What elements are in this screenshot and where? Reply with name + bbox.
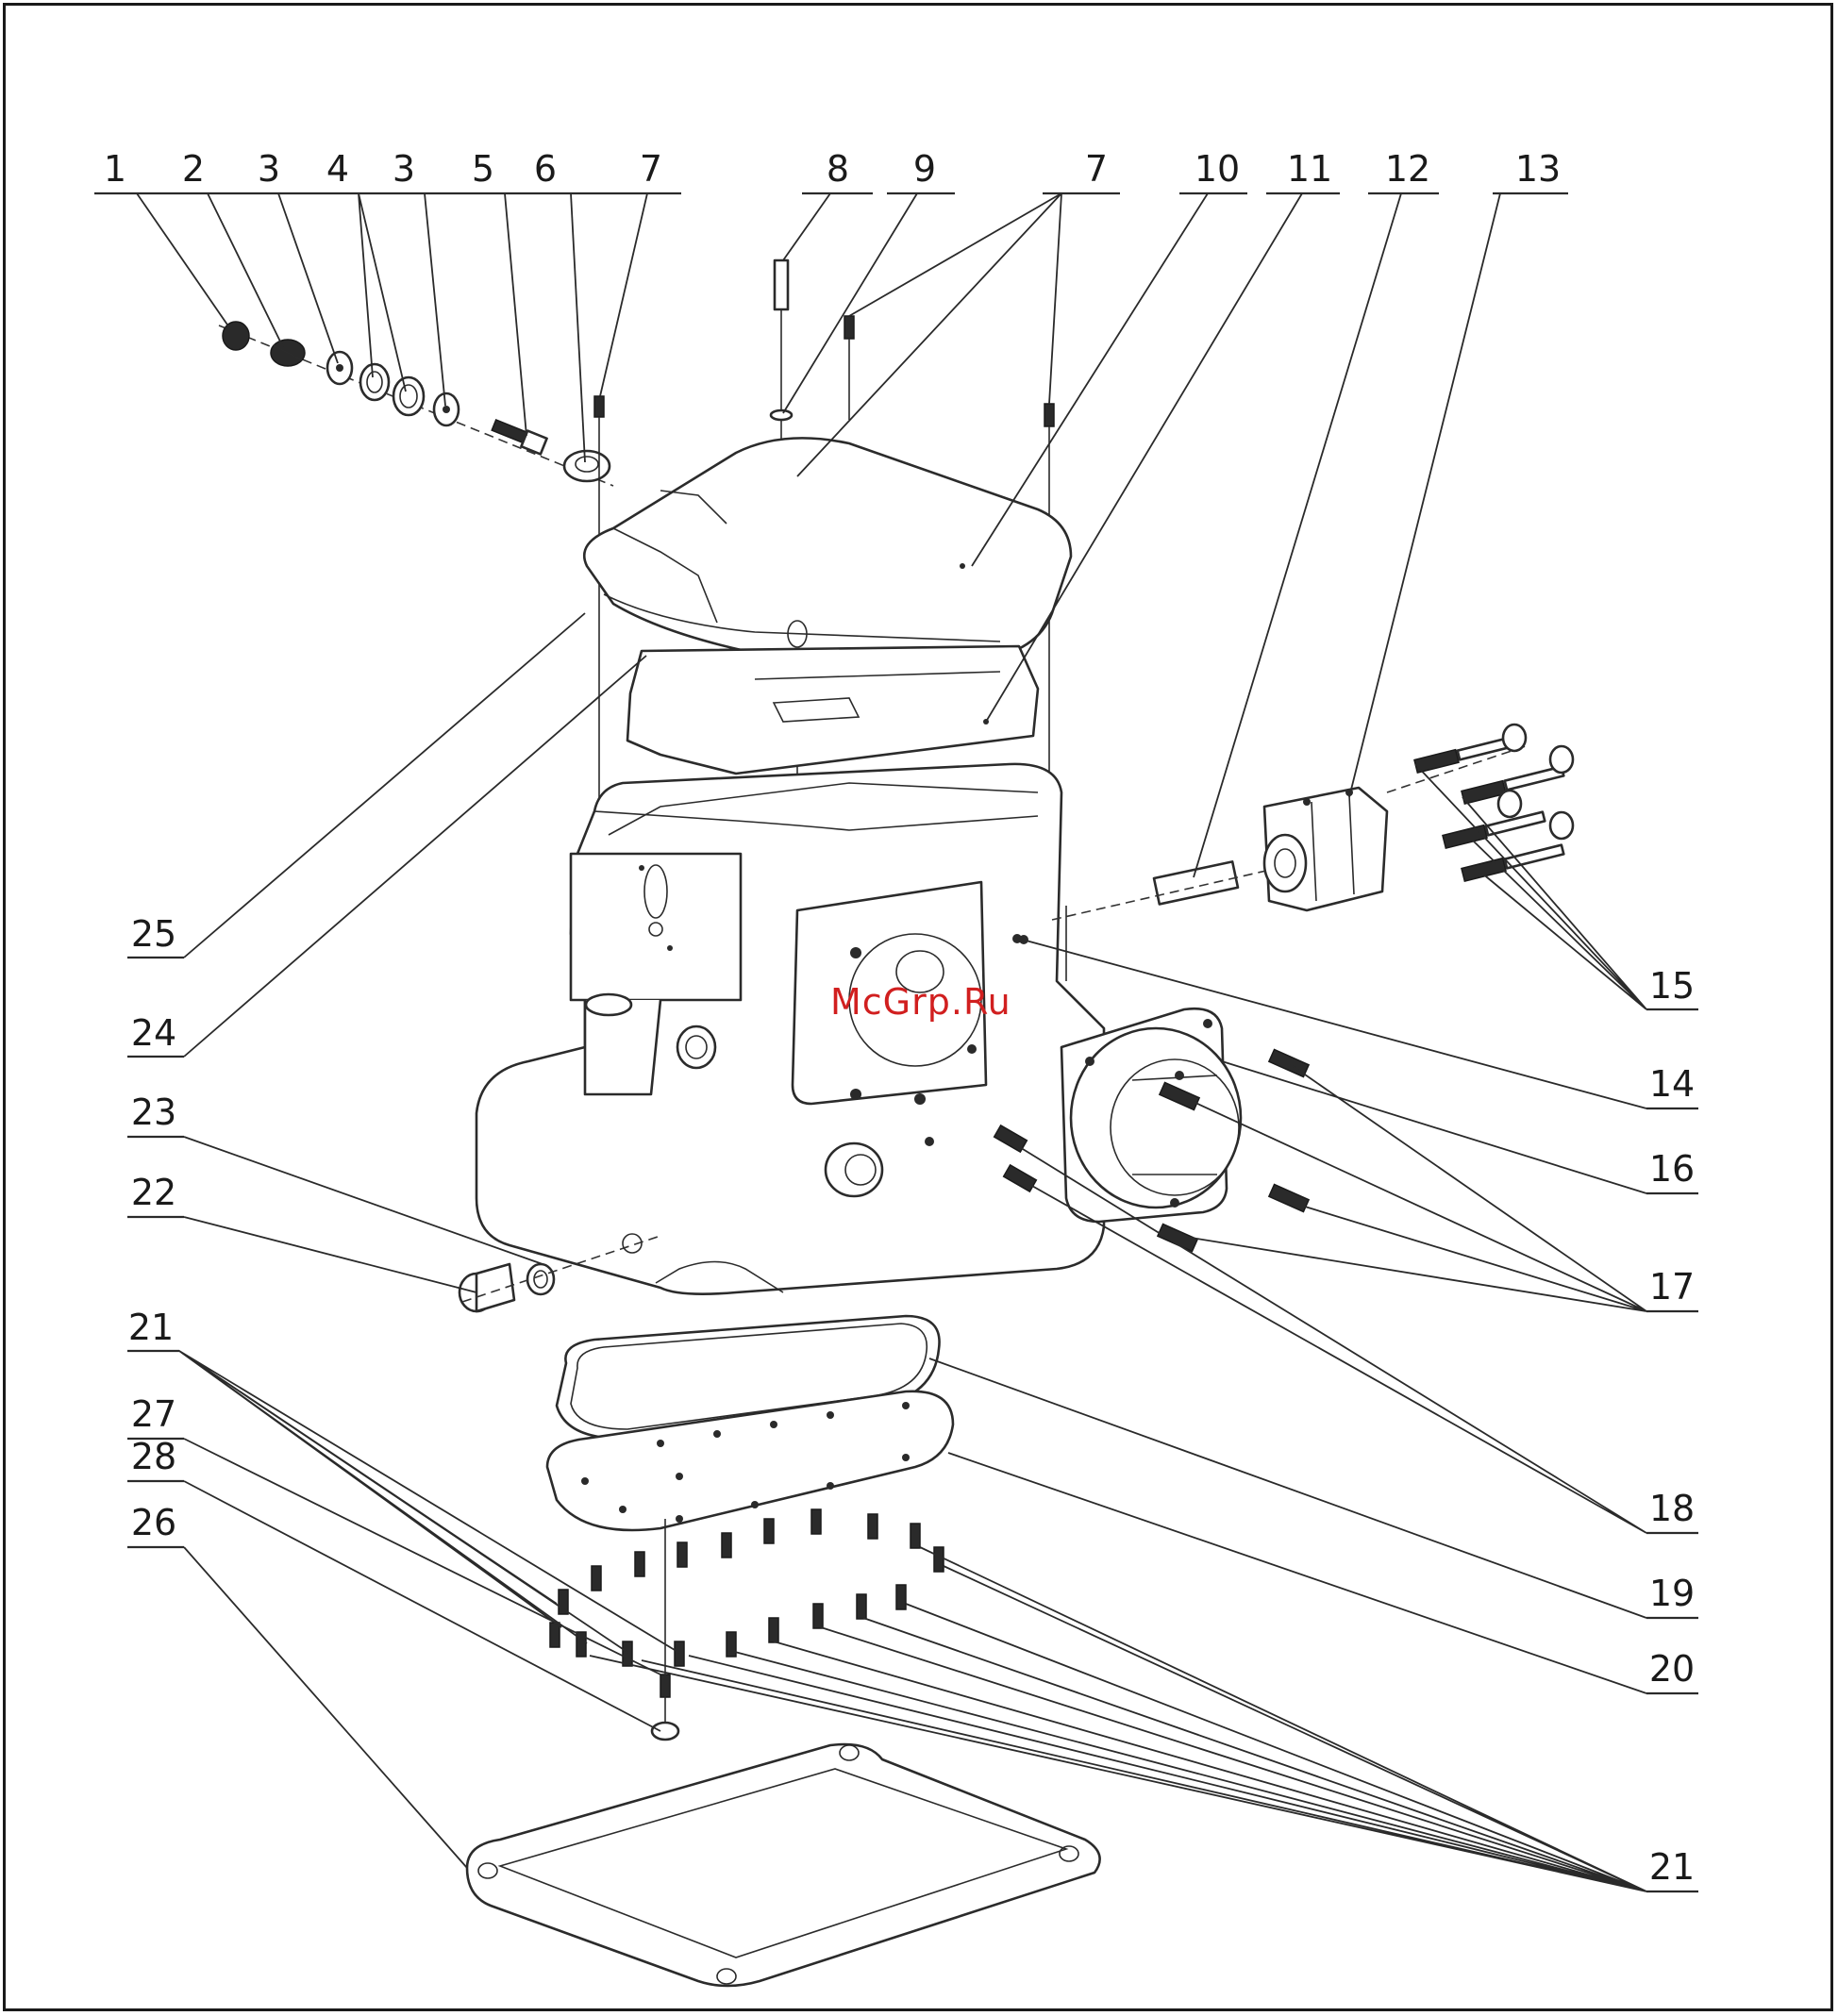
callout-8: 8 xyxy=(827,148,849,190)
parts xyxy=(219,260,1573,1986)
housing xyxy=(476,764,1104,1294)
callout-22: 22 xyxy=(131,1172,176,1213)
callout-23: 23 xyxy=(131,1091,176,1133)
part-15-bolts xyxy=(1387,725,1573,881)
part-10-cover xyxy=(584,438,1071,660)
part-5-spindle xyxy=(492,420,546,455)
callout-9: 9 xyxy=(913,148,936,190)
callout-7-second: 7 xyxy=(1085,148,1108,190)
callout-11: 11 xyxy=(1287,148,1332,190)
callout-14: 14 xyxy=(1649,1063,1695,1105)
callout-19: 19 xyxy=(1649,1573,1695,1614)
callout-17: 17 xyxy=(1649,1266,1695,1308)
callout-24: 24 xyxy=(131,1012,176,1054)
callout-3: 3 xyxy=(258,148,280,190)
callout-26: 26 xyxy=(131,1502,176,1543)
callout-25: 25 xyxy=(131,913,176,955)
part-6-indicator xyxy=(564,451,610,481)
callout-2: 2 xyxy=(182,148,205,190)
callout-18: 18 xyxy=(1649,1488,1695,1529)
part-9-washer xyxy=(771,410,792,420)
callout-27: 27 xyxy=(131,1393,176,1435)
callout-3-second: 3 xyxy=(393,148,415,190)
callout-20: 20 xyxy=(1649,1648,1695,1690)
callout-12: 12 xyxy=(1385,148,1430,190)
callout-7: 7 xyxy=(640,148,662,190)
callout-21-second: 21 xyxy=(1649,1846,1695,1888)
callout-21: 21 xyxy=(128,1307,174,1348)
part-21-screws xyxy=(550,1509,944,1666)
part-12-pin xyxy=(1052,861,1278,920)
part-27-28-fastener xyxy=(652,1519,678,1740)
callout-10: 10 xyxy=(1195,148,1240,190)
part-1-cap xyxy=(223,322,249,350)
part-23-oring xyxy=(527,1264,554,1294)
callout-15: 15 xyxy=(1649,965,1695,1007)
part-13-cylinder xyxy=(1264,788,1387,910)
part-4-seal xyxy=(360,364,424,415)
callout-16: 16 xyxy=(1649,1148,1695,1190)
part-11-board xyxy=(627,646,1038,774)
part-3-washer-2 xyxy=(434,393,459,425)
callout-1: 1 xyxy=(104,148,126,190)
watermark-text: McGrp.Ru xyxy=(830,981,1011,1023)
part-2-plug xyxy=(271,340,305,366)
callout-5: 5 xyxy=(472,148,494,190)
part-26-base-gasket xyxy=(467,1744,1100,1986)
callout-6: 6 xyxy=(534,148,557,190)
part-3-washer xyxy=(327,352,352,384)
callout-4: 4 xyxy=(326,148,349,190)
callout-13: 13 xyxy=(1515,148,1561,190)
callout-28: 28 xyxy=(131,1436,176,1477)
